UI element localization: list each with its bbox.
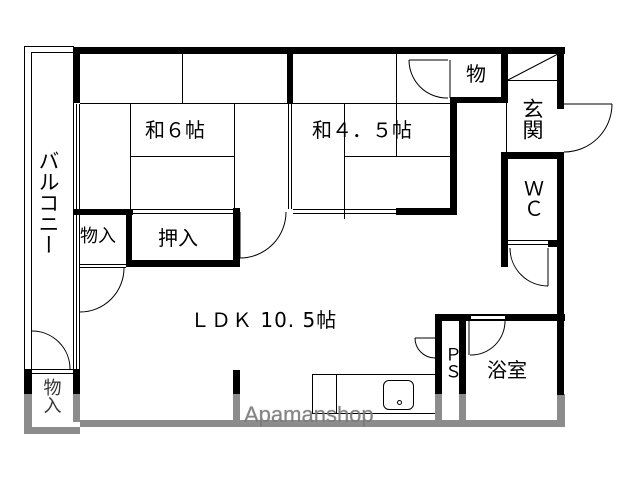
window-line	[79, 104, 80, 369]
sink-drain	[397, 400, 402, 405]
wall-ps-right	[459, 314, 466, 394]
wall-45-bottom	[396, 208, 457, 215]
bath-door-frame	[470, 315, 506, 320]
wall-oshiire-top-left	[73, 209, 133, 215]
window-line	[73, 104, 74, 369]
wall-bath-right	[557, 320, 564, 395]
window-line	[76, 104, 77, 369]
room-label-oshiire: 押入	[158, 226, 198, 250]
fusuma-line	[291, 104, 292, 209]
room-label-monoire-top: 物	[466, 62, 486, 86]
wall-oshiire-bottom	[126, 260, 239, 267]
wall-right-genkan	[557, 47, 564, 109]
wall-balcony-store-left	[24, 369, 32, 394]
sliding-door-line	[293, 209, 396, 210]
wall-bottom-left-gray2	[73, 394, 80, 422]
oshiire-fusuma	[132, 209, 233, 210]
watermark: Apamanshop	[244, 402, 374, 427]
kitchen-counter	[312, 374, 435, 414]
wall-bottom-gray	[80, 420, 565, 427]
sink	[383, 380, 414, 410]
tatami-line	[345, 156, 451, 157]
wall-right-gray	[557, 394, 565, 427]
monoire-bottom-line	[80, 267, 126, 268]
wall-bottom-store-base	[24, 427, 80, 434]
wall-45-right	[450, 97, 457, 215]
balcony-inner-line	[31, 52, 73, 372]
wall-left-upper	[73, 47, 80, 103]
wall-monoire-bottom	[450, 97, 506, 103]
tatami-line	[130, 104, 131, 209]
wall-balcony-store-right	[73, 369, 80, 394]
oshiire-fusuma	[132, 213, 233, 214]
room-label-ps: ＰＳ	[440, 346, 461, 380]
tatami-line	[344, 104, 345, 219]
wall-oshiire-right	[233, 208, 240, 267]
wall-bottom-left-gray	[24, 394, 32, 434]
balcony-label: バルコニー	[36, 150, 61, 255]
wall-divider-tatami	[287, 47, 293, 103]
genkan-left-line	[506, 103, 507, 152]
wc-door-frame	[508, 244, 550, 245]
balcony-store-line	[32, 369, 73, 370]
wall-ldk-stub-gray	[233, 394, 240, 421]
room-label-washitsu-6: 和６帖	[145, 118, 205, 142]
balcony-store-line	[32, 373, 73, 374]
wall-top-left	[73, 47, 453, 54]
room-label-genkan: 玄関	[520, 98, 545, 140]
room-label-bath: 浴室	[487, 358, 527, 382]
tatami-line	[234, 104, 235, 209]
tatami-line	[396, 54, 397, 157]
wall-ps2-gray	[459, 394, 466, 421]
genkan-step-line	[508, 80, 558, 81]
room-label-monoire-left: 物入	[80, 226, 116, 247]
wall-oshiire-divider	[126, 209, 132, 266]
tatami-line	[182, 54, 183, 104]
monoire-bottom-line	[80, 264, 126, 265]
tatami-line	[131, 156, 234, 157]
kitchen-divider	[336, 374, 337, 414]
room-label-ldk: ＬＤＫ 10. 5帖	[190, 308, 338, 332]
room-label-monoire-balcony: 物入	[40, 378, 62, 414]
wall-right-lower	[557, 152, 564, 322]
room-label-wc: ＷＣ	[520, 178, 545, 218]
wall-ps-gray	[435, 394, 442, 421]
wall-ldk-stub	[233, 370, 240, 395]
wall-genkan-left	[501, 47, 508, 103]
room-label-washitsu-45: 和４．５帖	[312, 118, 412, 142]
wc-door-frame	[508, 240, 550, 241]
fusuma-line	[288, 104, 289, 209]
wall-ps-left	[435, 314, 442, 394]
wall-wc-bottom-stub	[548, 240, 560, 247]
wall-wc-top	[501, 152, 563, 159]
sliding-door-line	[293, 213, 396, 214]
tatami-line	[80, 103, 450, 104]
wall-wc-left	[501, 152, 508, 267]
